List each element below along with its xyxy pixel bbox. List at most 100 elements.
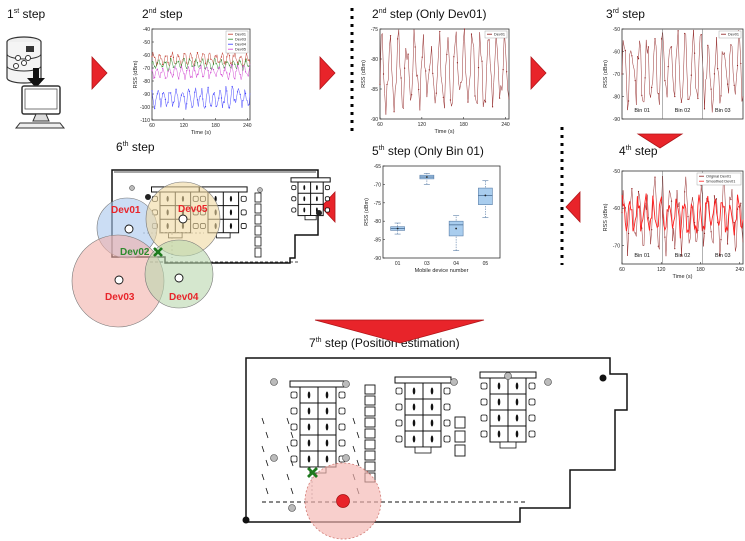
series-point: [215, 62, 217, 65]
series-point: [733, 222, 735, 224]
series-point: [170, 72, 172, 74]
walk-mark: [286, 473, 290, 481]
y-axis-label: RSS (dBm): [361, 60, 367, 88]
series-point: [215, 75, 217, 77]
person-marker: [515, 398, 519, 406]
step-3-title: 3rd step: [606, 7, 645, 21]
chair: [395, 419, 403, 427]
chair: [290, 423, 298, 431]
chair: [443, 435, 451, 443]
series-point: [621, 212, 623, 214]
series-point: [502, 69, 504, 71]
series-point: [180, 65, 182, 68]
series-point: [432, 72, 434, 74]
person-marker: [229, 223, 233, 229]
pillar: [288, 504, 296, 512]
y-tick-label: -80: [374, 219, 381, 225]
series-point: [191, 76, 193, 78]
chair: [443, 403, 451, 411]
x-tick-label: 04: [453, 261, 459, 267]
chair: [290, 455, 298, 463]
step-2-title: 2nd step: [142, 7, 183, 21]
pillar: [450, 378, 458, 386]
step-5-title: 5th step (Only Bin 01): [372, 144, 484, 158]
series-point: [647, 217, 650, 219]
series-point: [188, 70, 191, 72]
cabinet: [364, 406, 376, 417]
series-point: [226, 90, 228, 92]
person-marker: [412, 435, 416, 443]
series-point: [154, 108, 156, 110]
series-point: [442, 96, 444, 98]
series-point: [463, 28, 466, 30]
chair: [443, 419, 451, 427]
cabinet: [254, 225, 262, 236]
x-axis-label: Mobile device number: [415, 268, 469, 274]
series-point: [183, 96, 185, 98]
y-tick-label: -90: [143, 92, 150, 98]
chair: [338, 423, 346, 431]
chair: [291, 207, 297, 213]
y-tick-label: -85: [371, 87, 378, 93]
walk-mark: [261, 473, 265, 481]
series-point: [428, 69, 430, 71]
series-point: [223, 101, 225, 103]
series-point: [220, 97, 223, 99]
series-point: [244, 92, 247, 95]
series-point: [159, 63, 161, 65]
series-point: [228, 73, 231, 75]
series-point: [215, 56, 217, 58]
series-point: [162, 65, 164, 67]
series-point: [199, 67, 201, 69]
series-point: [242, 65, 244, 67]
y-tick-label: -80: [613, 95, 620, 101]
chair: [338, 407, 346, 415]
y-tick-label: -70: [374, 182, 381, 188]
person-marker: [430, 403, 434, 411]
person-marker: [515, 430, 519, 438]
series-point: [717, 67, 719, 70]
series-point: [697, 229, 699, 231]
legend-entry: Dev01: [494, 33, 505, 37]
chair: [480, 382, 488, 390]
series-point: [439, 30, 441, 33]
series-point: [488, 39, 490, 41]
series-point: [634, 80, 636, 82]
series-point: [151, 55, 153, 58]
series-point: [242, 100, 244, 102]
series-point: [634, 232, 636, 234]
series-point: [727, 83, 729, 85]
step-1-title: 1st step: [7, 7, 46, 21]
series-point: [159, 54, 161, 57]
x-tick-label: 01: [395, 261, 401, 267]
x-tick-label: 120: [657, 267, 666, 273]
series-point: [703, 108, 706, 110]
series-point: [212, 93, 215, 95]
series-point: [684, 32, 686, 35]
cabinet: [454, 444, 466, 457]
chair: [395, 435, 403, 443]
person-marker: [229, 209, 233, 216]
series-point: [637, 58, 640, 60]
legend-box: [696, 172, 742, 186]
device-position: [174, 273, 184, 283]
series-point: [723, 52, 725, 54]
series-point: [170, 57, 172, 60]
series-point: [186, 67, 188, 69]
walk-mark: [286, 445, 290, 453]
series-point: [207, 86, 209, 88]
series-point: [199, 61, 201, 63]
series-point: [414, 46, 416, 48]
pillar: [504, 372, 512, 380]
series-point: [677, 30, 679, 32]
series-point: [231, 64, 233, 67]
legend-entry: Smoothed Dev01: [706, 180, 735, 184]
y-tick-label: -70: [613, 243, 620, 249]
person-marker: [307, 423, 311, 431]
series-point: [697, 97, 699, 100]
series-point: [418, 88, 420, 91]
legend-entry: Original Dev01: [706, 175, 731, 179]
series-line: [151, 63, 251, 80]
